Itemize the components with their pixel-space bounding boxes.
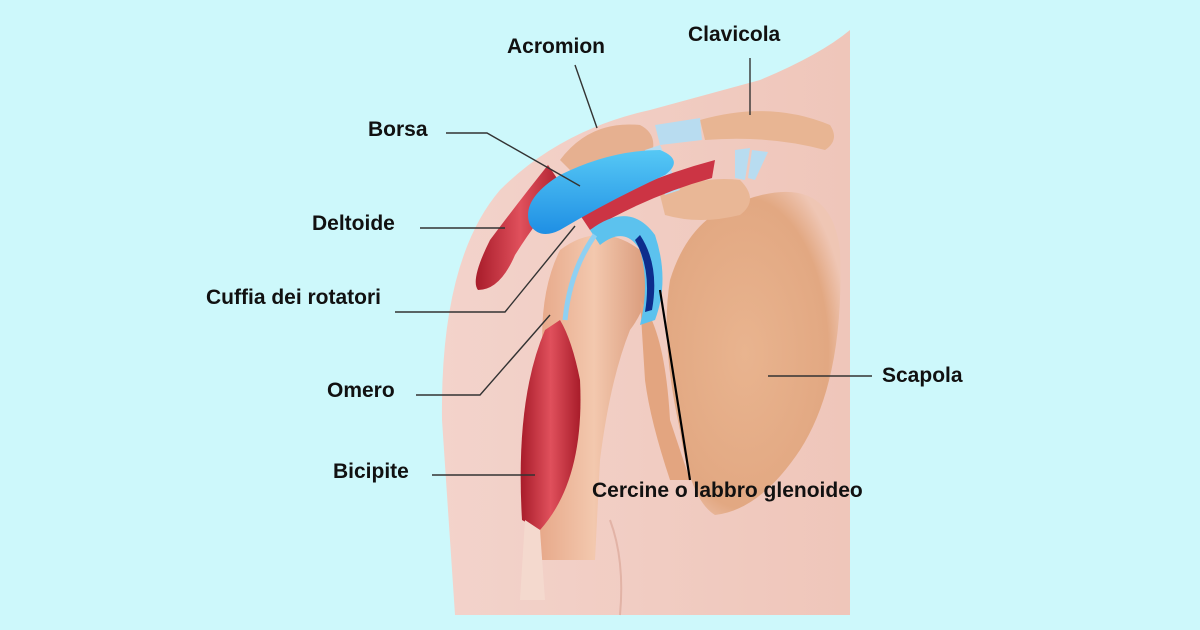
coracoid-bone <box>660 179 750 220</box>
scapula <box>666 191 841 515</box>
biceps-muscle <box>520 320 581 530</box>
bursa <box>528 150 674 234</box>
label-omero: Omero <box>327 379 395 402</box>
leader-lines <box>395 58 872 476</box>
label-borsa: Borsa <box>368 118 428 141</box>
acromion-bone <box>560 124 654 175</box>
clavicle <box>700 111 834 150</box>
label-deltoide: Deltoide <box>312 212 395 235</box>
label-scapola: Scapola <box>882 364 963 387</box>
label-cuffia-dei-rotatori: Cuffia dei rotatori <box>206 286 382 309</box>
label-clavicola: Clavicola <box>688 23 781 46</box>
label-acromion: Acromion <box>507 35 606 58</box>
label-bicipite: Bicipite <box>333 460 409 483</box>
label-cercine: Cercine o labbro glenoideo <box>592 479 863 502</box>
ligament <box>655 118 702 145</box>
